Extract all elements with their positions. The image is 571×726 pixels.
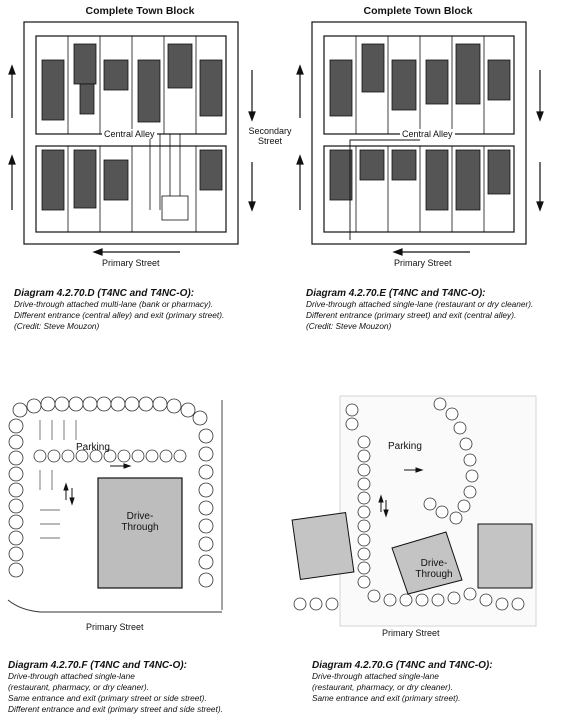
diagram-d-caption: Diagram 4.2.70.D (T4NC and T4NC-O): Driv… <box>14 288 284 332</box>
diagram-f-caption: Diagram 4.2.70.F (T4NC and T4NC-O): Driv… <box>8 660 288 715</box>
diagram-e-caption-line: (Credit: Steve Mouzon) <box>306 321 392 331</box>
diagram-e-heading: Complete Town Block <box>363 5 473 17</box>
diagram-f-drive-through-label: Drive- Through <box>98 511 182 533</box>
diagram-g-drive-through-label: Drive- Through <box>404 558 464 580</box>
diagram-g-caption-title: Diagram 4.2.70.G (T4NC and T4NC-O): <box>312 660 493 671</box>
diagram-d-caption-title: Diagram 4.2.70.D (T4NC and T4NC-O): <box>14 288 195 299</box>
diagram-f-caption-line: Different entrance and exit (primary str… <box>8 704 223 714</box>
diagram-d-alley-label: Central Alley <box>102 129 157 139</box>
diagram-e-caption: Diagram 4.2.70.E (T4NC and T4NC-O): Driv… <box>306 288 568 332</box>
secondary-street-line2: Street <box>257 136 282 146</box>
diagram-f-drive-line1: Drive- <box>126 511 154 522</box>
diagram-g-parking-label: Parking <box>388 441 422 452</box>
diagram-d-street-label: Primary Street <box>102 258 160 268</box>
diagram-g-caption-line: Same entrance and exit (primary street). <box>312 693 461 703</box>
diagram-g-caption: Diagram 4.2.70.G (T4NC and T4NC-O): Driv… <box>312 660 568 704</box>
diagram-d-caption-line: Drive-through attached multi-lane (bank … <box>14 299 214 309</box>
diagram-f-caption-line: Drive-through attached single-lane <box>8 671 135 681</box>
diagram-e-caption-title: Diagram 4.2.70.E (T4NC and T4NC-O): <box>306 288 486 299</box>
diagram-g-caption-line: Drive-through attached single-lane <box>312 671 439 681</box>
diagram-f-caption-line: (restaurant, pharmacy, or dry cleaner). <box>8 682 149 692</box>
diagram-e-caption-line: Drive-through attached single-lane (rest… <box>306 299 534 309</box>
diagram-f-caption-line: Same entrance and exit (primary street o… <box>8 693 207 703</box>
diagram-e-alley-label: Central Alley <box>400 129 455 139</box>
diagram-f-caption-title: Diagram 4.2.70.F (T4NC and T4NC-O): <box>8 660 187 671</box>
secondary-street-line1: Secondary <box>248 126 292 136</box>
diagram-g-street-label: Primary Street <box>382 628 440 638</box>
diagram-e-street-label: Primary Street <box>394 258 452 268</box>
diagram-g-drive-line2: Through <box>415 569 453 580</box>
diagram-d-caption-line: (Credit: Steve Mouzon) <box>14 321 100 331</box>
secondary-street-label: Secondary Street <box>248 126 292 146</box>
diagram-f-parking-label: Parking <box>76 442 110 453</box>
diagram-f-street-label: Primary Street <box>86 622 144 632</box>
diagram-g-drive-line1: Drive- <box>420 558 448 569</box>
diagram-d-heading: Complete Town Block <box>85 5 195 17</box>
diagram-e-caption-line: Different entrance (primary street) and … <box>306 310 517 320</box>
diagram-d-caption-line: Different entrance (central alley) and e… <box>14 310 225 320</box>
diagram-f-drive-line2: Through <box>121 522 159 533</box>
diagram-g-caption-line: (restaurant, pharmacy, or dry cleaner). <box>312 682 453 692</box>
